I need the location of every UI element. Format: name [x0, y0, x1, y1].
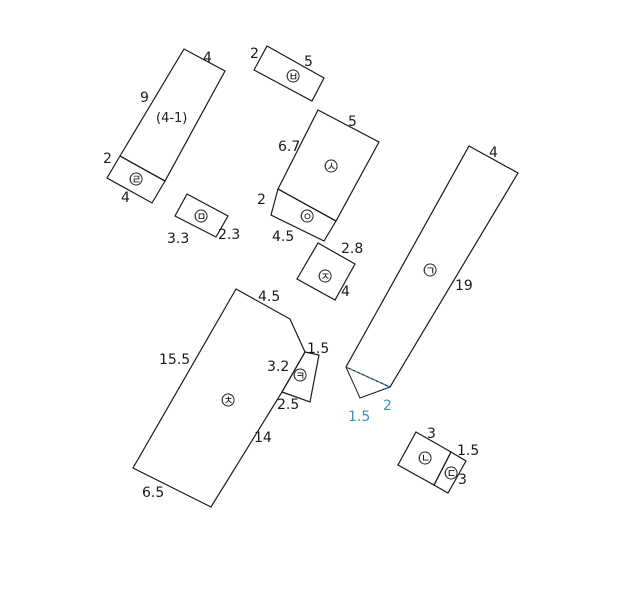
parcel-ng-label: ㉧	[301, 210, 314, 225]
parcel-mi-label: ㉤	[195, 210, 208, 225]
dim-ra-left: 2	[103, 151, 112, 167]
parcel-gi: ㉠ 4 19 1.5 2	[345, 145, 519, 425]
dim-blue-left: 1.5	[348, 409, 370, 425]
parcel-ng: ㉧ 2 4.5	[257, 188, 337, 245]
dim-4-1-left: 9	[140, 90, 149, 106]
dim-ng-left: 2	[257, 192, 266, 208]
parcel-si: ㉦ 5 6.7	[277, 109, 380, 222]
parcel-bi-label: ㉥	[287, 70, 300, 85]
dim-ki-left: 3.2	[267, 359, 289, 375]
dim-ch-bottom: 6.5	[142, 485, 164, 501]
dim-ch-top: 4.5	[258, 289, 280, 305]
parcel-ji: ㉨ 2.8 4	[296, 241, 363, 301]
dim-ji-right: 4	[341, 284, 350, 300]
dim-4-1-top: 4	[203, 50, 212, 66]
dim-si-top: 5	[348, 114, 357, 130]
dim-blue-right: 2	[383, 398, 392, 414]
parcel-ni: ㉡ 3	[397, 426, 452, 486]
parcel-si-label: ㉦	[325, 160, 338, 175]
dim-bi-left: 2	[250, 46, 259, 62]
parcel-4-1-label: (4-1)	[156, 111, 187, 126]
dim-bi-top: 5	[304, 54, 313, 70]
dim-ki-top: 1.5	[307, 341, 329, 357]
dim-ch-left: 15.5	[159, 352, 190, 368]
dim-mi-left: 3.3	[167, 231, 189, 247]
parcel-ki-label: ㉪	[294, 369, 307, 384]
dim-gi-top: 4	[489, 145, 498, 161]
parcel-di-label: ㉢	[445, 467, 458, 482]
parcel-ji-label: ㉨	[319, 270, 332, 285]
parcel-mi: ㉤ 3.3 2.3	[167, 193, 240, 247]
parcel-ch-label: ㉩	[222, 394, 235, 409]
dim-ni-top: 3	[427, 426, 436, 442]
dim-si-left: 6.7	[278, 139, 300, 155]
parcel-ra-label: ㉣	[130, 173, 143, 188]
parcel-ni-label: ㉡	[419, 452, 432, 467]
dim-ra-bottom: 4	[121, 190, 130, 206]
parcel-gi-label: ㉠	[424, 264, 437, 279]
dim-gi-right: 19	[455, 278, 473, 294]
dim-di-right: 3	[458, 472, 467, 488]
dim-di-top: 1.5	[457, 443, 479, 459]
dim-ji-top: 2.8	[341, 241, 363, 257]
dim-ng-bottom: 4.5	[272, 229, 294, 245]
parcel-ch: ㉩ 4.5 15.5 14 6.5	[132, 288, 306, 508]
parcel-ra: ㉣ 2 4	[103, 151, 166, 206]
parcel-ki: ㉪ 1.5 3.2 2.5	[267, 341, 329, 413]
parcel-4-1: (4-1) 4 9	[119, 48, 226, 182]
dim-ch-right: 14	[254, 430, 272, 446]
parcel-di: ㉢ 1.5 3	[433, 443, 479, 494]
dim-ki-bottom: 2.5	[277, 397, 299, 413]
dim-mi-right: 2.3	[218, 227, 240, 243]
parcel-bi: ㉥ 2 5	[250, 45, 325, 102]
